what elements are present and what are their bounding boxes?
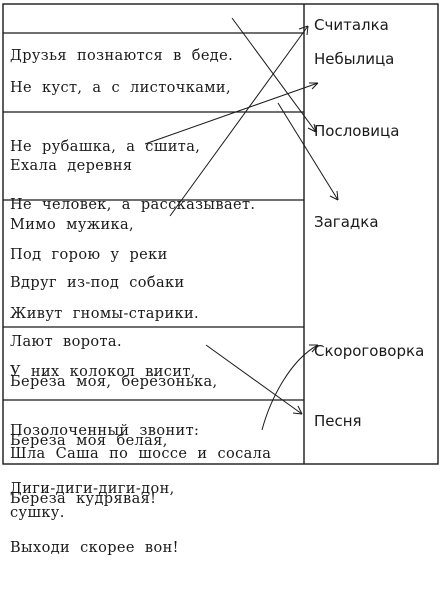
label-proverb: Пословица <box>314 122 400 140</box>
arrow-head-counting <box>298 25 309 36</box>
matching-exercise: Друзья познаются в беде. Не куст, а с ли… <box>2 3 439 556</box>
arrow-head-tongue-twister <box>309 344 319 353</box>
cell-line: У них колокол висит, <box>10 364 196 380</box>
arrow-line-proverb <box>231 17 317 133</box>
arrow-head-proverb <box>307 123 317 133</box>
label-fable: Небылица <box>314 50 395 68</box>
cell-line: Друзья познаются в беде. <box>10 48 234 64</box>
label-song: Песня <box>314 412 362 430</box>
table-grid <box>2 3 439 465</box>
label-riddle: Загадка <box>314 213 379 231</box>
label-tongue-twister: Скороговорка <box>314 342 425 360</box>
cell-line: Позолоченный звонит: <box>10 422 200 439</box>
cell-line: Под горою у реки <box>10 247 168 263</box>
arrow-line-song <box>205 344 303 415</box>
table-border <box>2 3 439 465</box>
arrow-head-song <box>292 405 303 415</box>
riddle-text-cell: Не куст, а с листочками, Не рубашка, а с… <box>10 40 255 255</box>
tongue-twister-text-cell: Шла Саша по шоссе и сосала сушку. <box>10 406 271 562</box>
cell-line: Шла Саша по шоссе и сосала <box>10 446 272 462</box>
fable-text-cell: Ехала деревня Мимо мужика, Вдруг из-под … <box>10 118 185 391</box>
arrow-line-fable <box>144 82 319 145</box>
cell-line: Вдруг из-под собаки <box>10 275 185 291</box>
arrow-line-tongue-twister <box>261 344 319 431</box>
cell-line: сушку. <box>10 504 65 521</box>
arrow-line-riddle <box>277 102 339 201</box>
arrow-head-riddle <box>329 190 339 201</box>
matching-arrows <box>144 17 339 431</box>
cell-line: Не рубашка, а сшита, <box>10 138 201 155</box>
arrow-head-fable <box>309 82 319 90</box>
cell-line: Лают ворота. <box>10 333 122 350</box>
cell-line: Не человек, а рассказывает. <box>10 197 256 213</box>
arrow-line-counting <box>169 25 309 217</box>
cell-line: Живут гномы-старики. <box>10 305 200 322</box>
label-counting-rhyme: Считалка <box>314 16 389 34</box>
cell-line: Берёза моя белая, <box>10 432 168 449</box>
cell-line: Ехала деревня <box>10 158 133 174</box>
cell-line: Берёза моя, берёзонька, <box>10 374 218 390</box>
proverb-text-cell: Друзья познаются в беде. <box>10 8 233 106</box>
cell-line: Не куст, а с листочками, <box>10 80 232 96</box>
cell-line: Мимо мужика, <box>10 216 135 233</box>
